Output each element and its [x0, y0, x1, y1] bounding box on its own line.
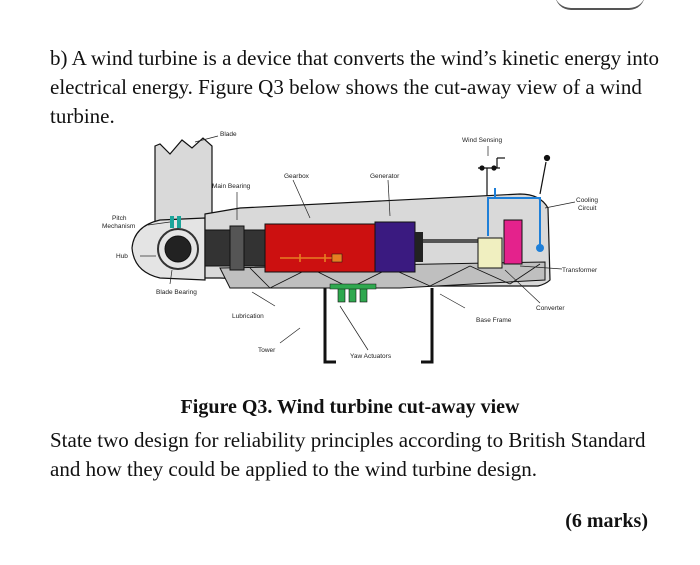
transformer-block: [477, 237, 503, 269]
blade-shape: [154, 137, 213, 229]
label-cooling-circuit-2: Circuit: [578, 205, 597, 212]
pitch-mechanism-part: [177, 216, 181, 228]
converter-block: [503, 219, 523, 265]
label-pitch-mechanism-1: Pitch: [112, 215, 127, 222]
pitch-mechanism-part: [170, 216, 174, 228]
leader-lines: [140, 135, 576, 351]
power-cable: [423, 239, 478, 243]
wind-turbine-diagram: Blade Wind Sensing Gearbox Generator Mai…: [102, 131, 598, 364]
label-base-frame: Base Frame: [476, 317, 512, 324]
lubrication-pump: [331, 253, 343, 263]
label-cooling-circuit-1: Cooling: [576, 197, 598, 204]
label-blade: Blade: [220, 131, 237, 138]
generator-block: [374, 221, 416, 273]
generator-end: [415, 232, 423, 262]
blade-bearing-ring: [157, 228, 199, 270]
lubrication-lines: [280, 254, 340, 262]
label-converter: Converter: [536, 305, 565, 312]
label-tower: Tower: [258, 347, 276, 354]
wind-turbine-figure: Blade Wind Sensing Gearbox Generator Mai…: [100, 128, 600, 398]
marks-allocation: (6 marks): [565, 510, 648, 532]
cooling-circuit: [487, 188, 541, 246]
question-prompt: State two design for reliability princip…: [50, 428, 646, 481]
tail-antenna: [539, 154, 551, 195]
yaw-actuators: [337, 287, 368, 303]
figure-caption: Figure Q3. Wind turbine cut-away view: [180, 396, 520, 418]
yaw-bearing: [329, 283, 377, 290]
label-blade-bearing: Blade Bearing: [156, 289, 197, 296]
label-pitch-mechanism-2: Mechanism: [102, 223, 135, 230]
wind-sensing-mast: [478, 157, 505, 196]
label-hub: Hub: [116, 253, 128, 260]
gearbox-block: [264, 223, 376, 273]
label-yaw-actuators: Yaw Actuators: [350, 353, 392, 360]
label-wind-sensing: Wind Sensing: [462, 137, 502, 144]
question-intro: b) A wind turbine is a device that conve…: [50, 46, 660, 128]
label-gearbox: Gearbox: [284, 173, 310, 180]
label-generator: Generator: [370, 173, 400, 180]
cooling-pump: [536, 244, 544, 252]
label-transformer: Transformer: [562, 267, 598, 274]
main-bearing-block: [229, 225, 245, 271]
tower-frame: [323, 288, 434, 364]
label-lubrication: Lubrication: [232, 313, 264, 320]
hub-center: [164, 235, 192, 263]
page-edge-mark: [555, 0, 645, 10]
label-main-bearing: Main Bearing: [212, 183, 251, 190]
